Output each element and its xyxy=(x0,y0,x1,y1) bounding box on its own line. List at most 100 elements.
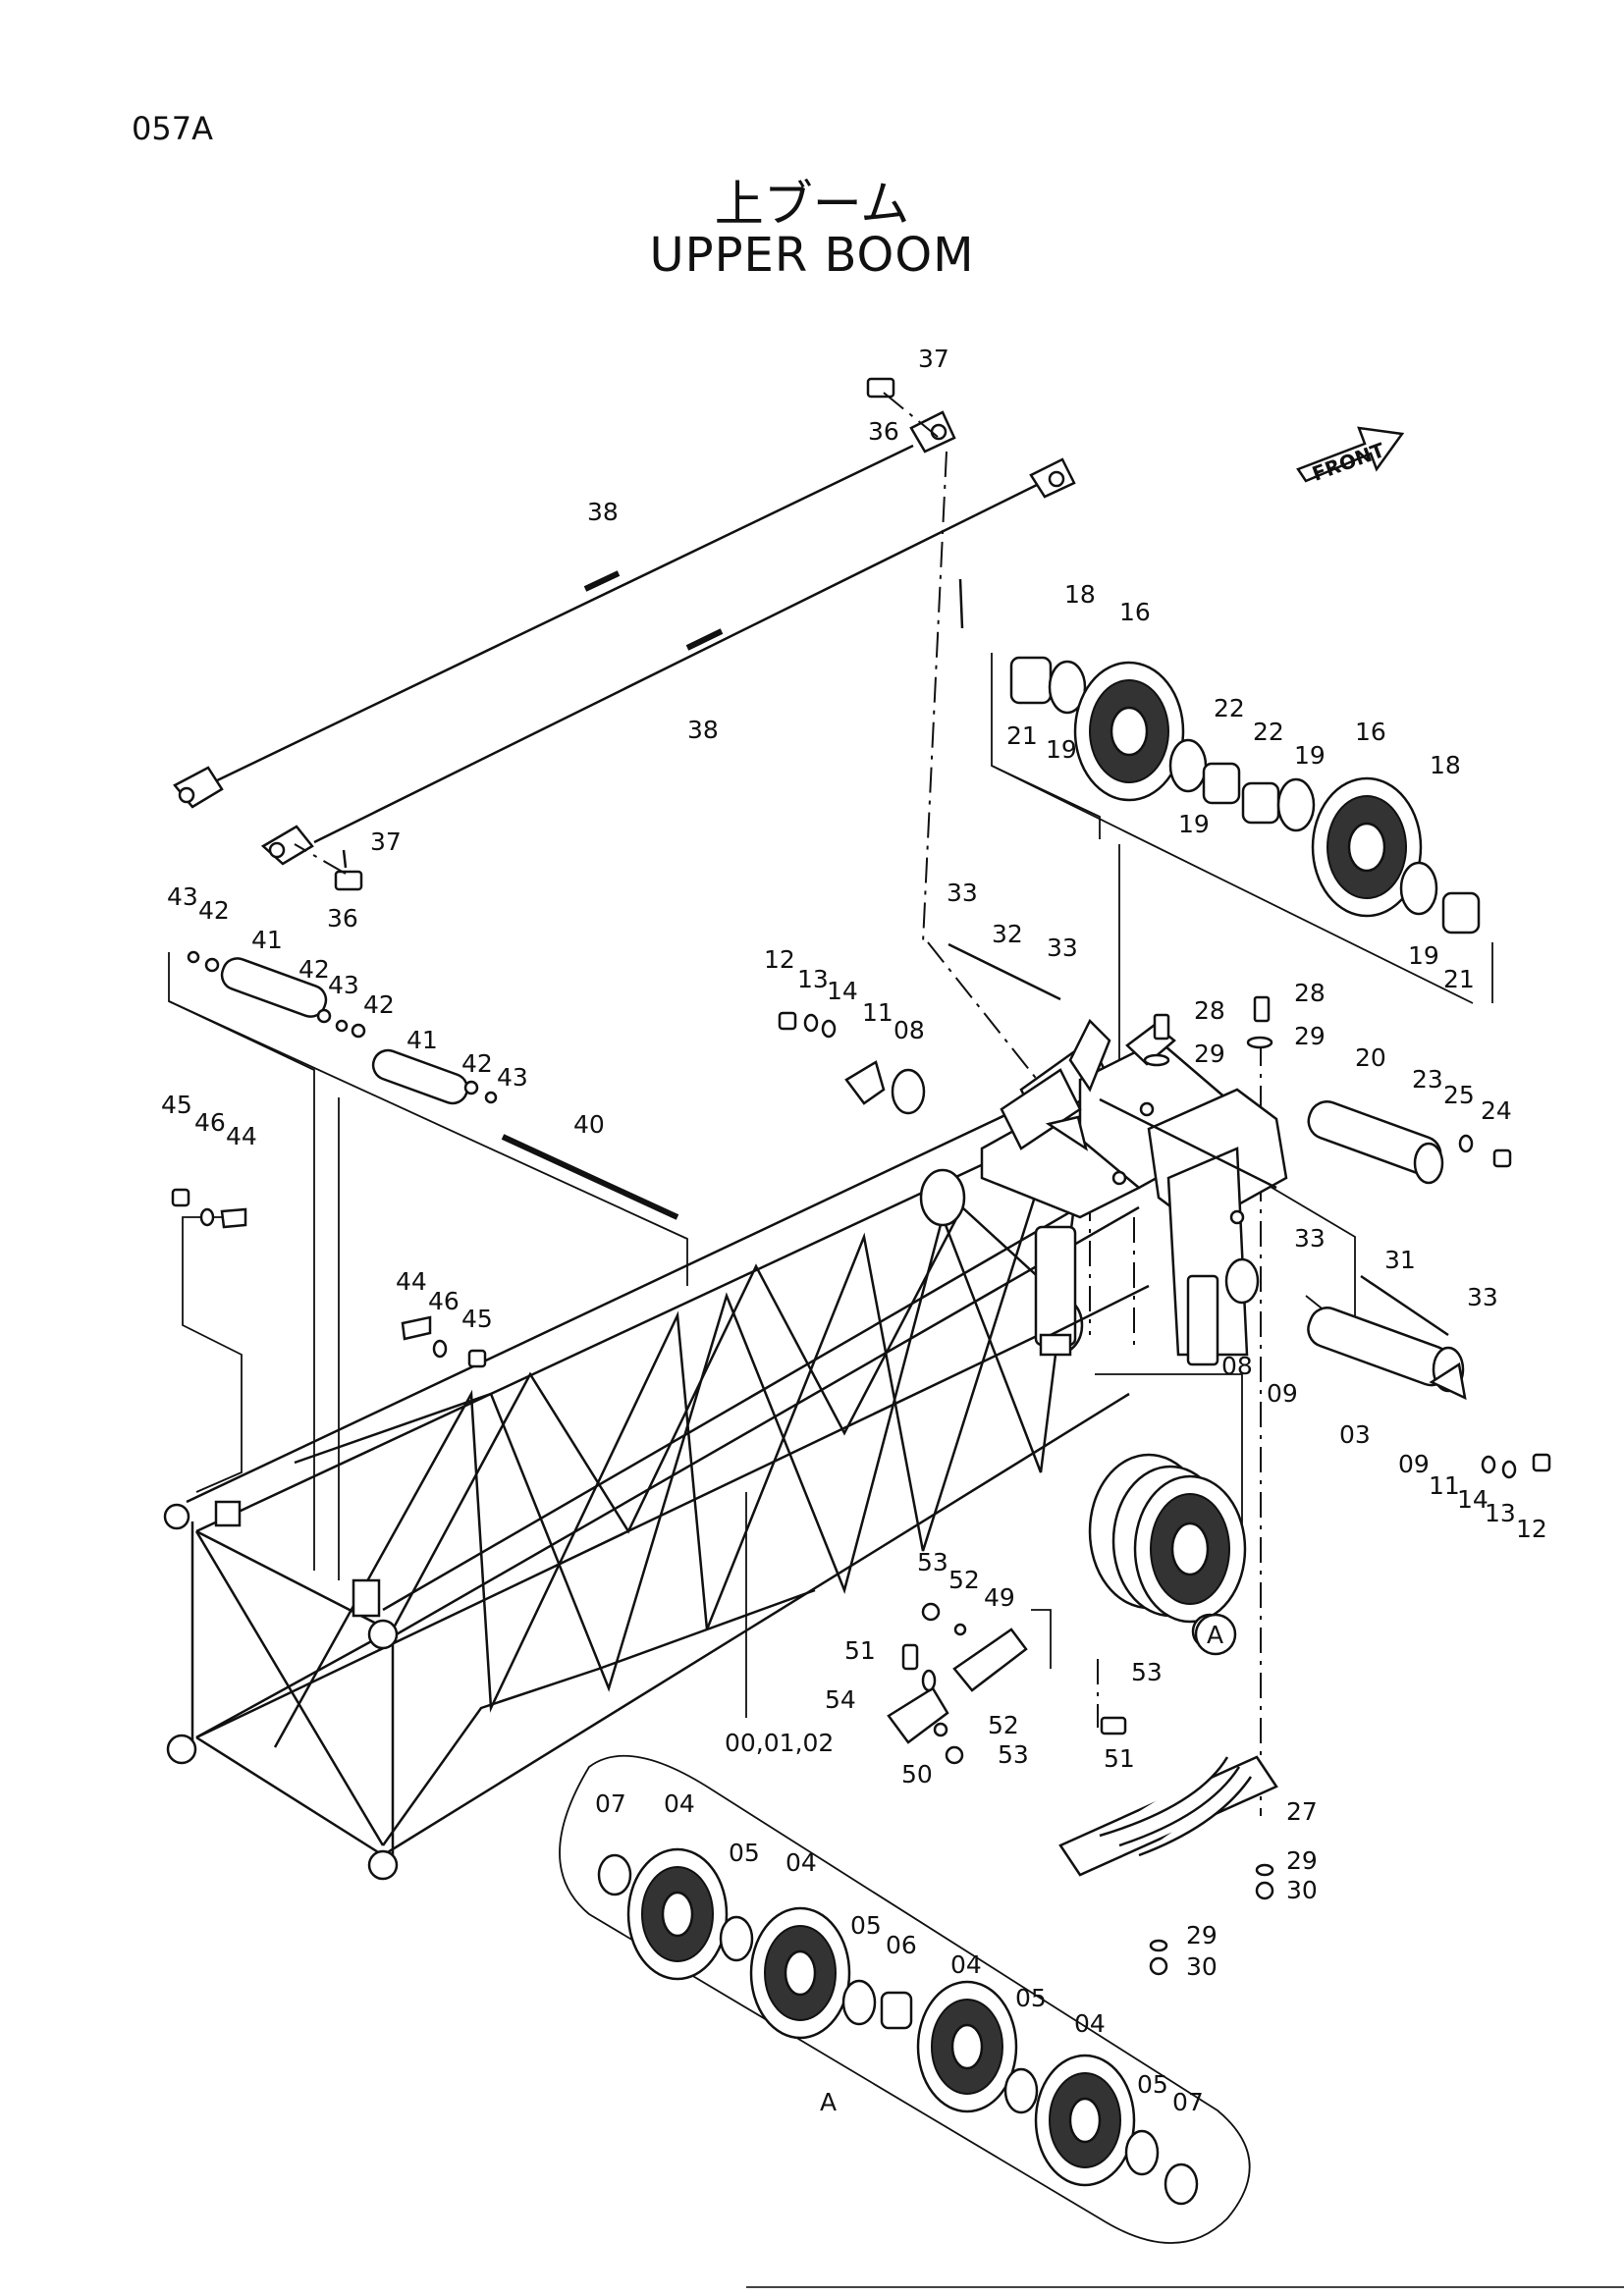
callout-c28: 40 xyxy=(573,1110,605,1139)
callout-c24: 42 xyxy=(363,990,395,1019)
front-arrow: FRONT xyxy=(1296,426,1405,486)
callout-c37: 28 xyxy=(1194,996,1225,1025)
callout-c60: 13 xyxy=(1485,1499,1516,1527)
callout-c4: 38 xyxy=(687,716,719,744)
page-code: 057A xyxy=(132,110,213,147)
callout-c78: 07 xyxy=(595,1789,626,1818)
callout-c18: 21 xyxy=(1443,965,1475,993)
callout-c84: 04 xyxy=(950,1950,982,1979)
callout-c23: 43 xyxy=(328,971,359,999)
lattice-boom xyxy=(163,1039,1141,1881)
callout-c47: 44 xyxy=(226,1122,257,1150)
callout-c53: 33 xyxy=(1467,1283,1498,1311)
callout-c41: 20 xyxy=(1355,1043,1386,1072)
callout-c58: 11 xyxy=(1429,1471,1460,1500)
callout-c1: 37 xyxy=(918,345,949,373)
detail-a-enclosure xyxy=(559,1754,1251,2244)
callout-c6: 36 xyxy=(327,904,358,933)
callout-c88: 07 xyxy=(1172,2088,1204,2116)
title-japanese: 上ブーム xyxy=(714,176,910,233)
callout-c85: 05 xyxy=(1015,1984,1047,2012)
callout-c43: 25 xyxy=(1443,1081,1475,1109)
callout-c13: 22 xyxy=(1253,718,1284,746)
callout-c66: 54 xyxy=(825,1685,856,1714)
callout-c71: 51 xyxy=(1104,1744,1135,1773)
callout-c59: 14 xyxy=(1457,1485,1489,1514)
callout-c17: 19 xyxy=(1408,941,1439,970)
callout-c79: 04 xyxy=(664,1789,695,1818)
bracket-lines xyxy=(168,653,1493,1718)
callout-c57: 09 xyxy=(1398,1450,1430,1478)
boom-head xyxy=(1000,1018,1288,1366)
callout-c12: 22 xyxy=(1214,694,1245,722)
callout-c67: 52 xyxy=(988,1711,1019,1739)
callout-c21: 41 xyxy=(251,926,283,954)
detail-a-marker-label: A xyxy=(1207,1621,1223,1649)
pins-bushings xyxy=(171,578,1551,1479)
callout-c64: 49 xyxy=(984,1583,1015,1612)
guide-bracket xyxy=(887,1602,1278,1976)
detail-a-marker: A xyxy=(1194,1613,1237,1656)
callout-c10: 19 xyxy=(1046,735,1077,764)
callout-labels: 37 36 38 38 37 36 18 16 21 19 19 22 22 1… xyxy=(161,345,1547,2116)
callout-c49: 46 xyxy=(428,1287,460,1315)
callout-c77: 30 xyxy=(1186,1952,1218,1981)
callout-c15: 16 xyxy=(1355,718,1386,746)
callout-c63: 52 xyxy=(948,1566,980,1594)
callout-c72: 00,01,02 xyxy=(725,1729,834,1757)
callout-c38: 28 xyxy=(1294,979,1326,1007)
callout-c80: 05 xyxy=(729,1839,760,1867)
callout-c70: 53 xyxy=(1131,1658,1163,1686)
callout-c40: 29 xyxy=(1294,1022,1326,1050)
callout-c56: 03 xyxy=(1339,1420,1371,1449)
callout-c3: 38 xyxy=(587,498,619,526)
callout-c8: 16 xyxy=(1119,598,1151,626)
callout-c83: 06 xyxy=(886,1931,917,1959)
callout-c45: 45 xyxy=(161,1091,192,1119)
head-sheaves xyxy=(1009,656,1481,934)
title-english: UPPER BOOM xyxy=(649,228,975,283)
callout-c48: 44 xyxy=(396,1267,427,1296)
callout-c30: 32 xyxy=(992,920,1023,948)
callout-c32: 12 xyxy=(764,945,795,974)
callout-c11: 19 xyxy=(1178,810,1210,838)
callout-c62: 53 xyxy=(917,1548,948,1576)
callout-c20: 42 xyxy=(198,896,230,925)
callout-c33: 13 xyxy=(797,965,829,993)
callout-c5: 37 xyxy=(370,828,402,856)
callout-c61: 12 xyxy=(1516,1515,1547,1543)
callout-c31: 33 xyxy=(1047,934,1078,962)
pendant-ropes xyxy=(173,377,1076,891)
callout-c87: 05 xyxy=(1137,2070,1168,2099)
callout-c74: 29 xyxy=(1286,1846,1318,1875)
callout-c68: 50 xyxy=(901,1760,933,1789)
callout-c19: 43 xyxy=(167,882,198,911)
callout-c51: 33 xyxy=(1294,1224,1326,1253)
callout-c50: 45 xyxy=(461,1305,493,1333)
callout-c35: 11 xyxy=(862,998,893,1027)
callout-c75: 30 xyxy=(1286,1876,1318,1904)
callout-c44: 24 xyxy=(1481,1096,1512,1125)
callout-c27: 43 xyxy=(497,1063,528,1092)
callout-c16: 18 xyxy=(1430,751,1461,779)
callout-c55: 09 xyxy=(1267,1379,1298,1408)
callout-c9: 21 xyxy=(1006,721,1038,750)
callout-c82: 05 xyxy=(850,1911,882,1940)
callout-c36: 08 xyxy=(893,1016,925,1044)
callout-c86: 04 xyxy=(1074,2009,1106,2038)
callout-c34: 14 xyxy=(827,977,858,1005)
callout-c52: 31 xyxy=(1384,1246,1416,1274)
callout-c54: 08 xyxy=(1221,1352,1253,1380)
callout-c81: 04 xyxy=(785,1848,817,1877)
callout-c69: 53 xyxy=(998,1740,1029,1769)
callout-c39: 29 xyxy=(1194,1040,1225,1068)
callout-c14: 19 xyxy=(1294,741,1326,770)
callout-c25: 41 xyxy=(406,1026,438,1054)
callout-c89: A xyxy=(820,2088,837,2116)
callout-c29: 33 xyxy=(947,879,978,907)
callout-c46: 46 xyxy=(194,1108,226,1137)
callout-c26: 42 xyxy=(461,1049,493,1078)
callout-c7: 18 xyxy=(1064,580,1096,609)
callout-c76: 29 xyxy=(1186,1921,1218,1949)
callout-c22: 42 xyxy=(298,955,330,984)
